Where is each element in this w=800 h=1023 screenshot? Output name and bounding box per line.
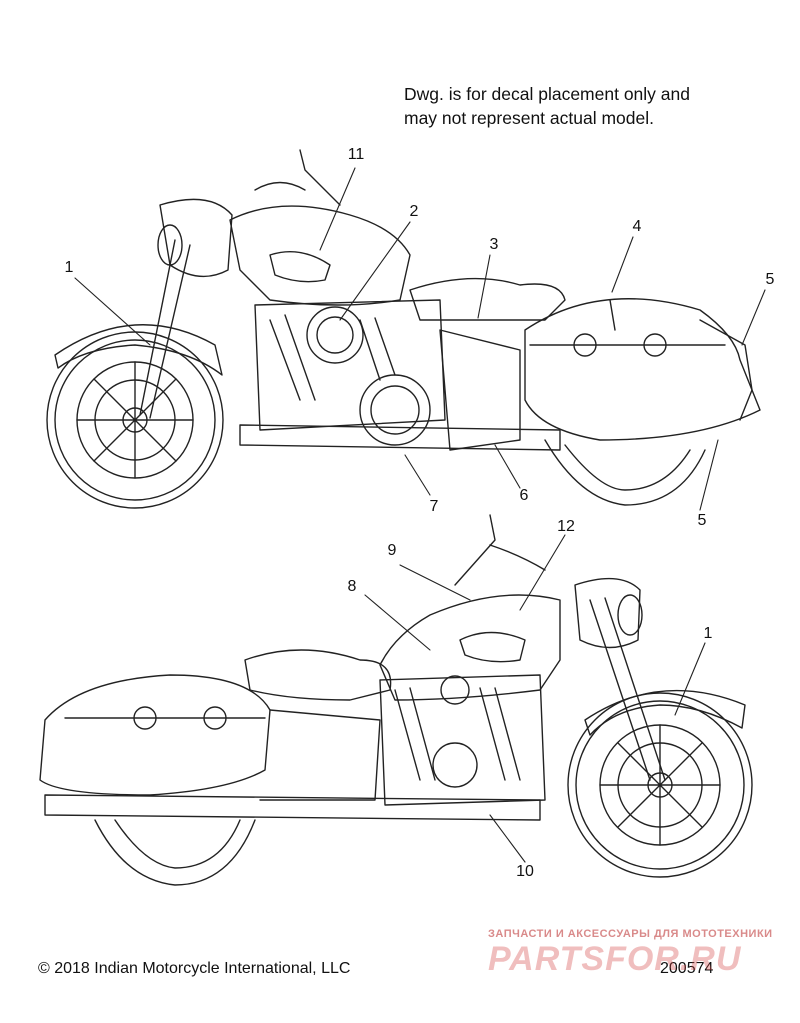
callout-5-top: 5 xyxy=(765,271,775,288)
callout-leader-lines xyxy=(75,168,765,862)
bottom-motorcycle xyxy=(40,515,752,885)
callout-6: 6 xyxy=(519,487,529,504)
top-motorcycle xyxy=(47,150,760,508)
callout-9: 9 xyxy=(387,542,397,559)
callout-1-bottom: 1 xyxy=(703,625,713,642)
callout-10: 10 xyxy=(516,863,534,880)
callout-2: 2 xyxy=(409,203,419,220)
drawing-note-line-1: Dwg. is for decal placement only and xyxy=(404,84,690,104)
callout-1-top: 1 xyxy=(64,259,74,276)
callout-12: 12 xyxy=(557,518,575,535)
drawing-number: 200574 xyxy=(660,960,714,977)
callout-7: 7 xyxy=(429,498,439,515)
copyright-text: © 2018 Indian Motorcycle International, … xyxy=(38,960,351,977)
drawing-note: Dwg. is for decal placement only and may… xyxy=(404,82,690,130)
drawing-note-line-2: may not represent actual model. xyxy=(404,108,654,128)
watermark-tagline: ЗАПЧАСТИ И АКСЕССУАРЫ ДЛЯ МОТОТЕХНИКИ xyxy=(488,928,773,940)
callout-5-bottom: 5 xyxy=(697,512,707,529)
callout-3: 3 xyxy=(489,236,499,253)
callout-8: 8 xyxy=(347,578,357,595)
watermark-logo: PARTSFOR.RU xyxy=(488,940,742,978)
callout-11: 11 xyxy=(347,146,365,163)
callout-4: 4 xyxy=(632,218,642,235)
